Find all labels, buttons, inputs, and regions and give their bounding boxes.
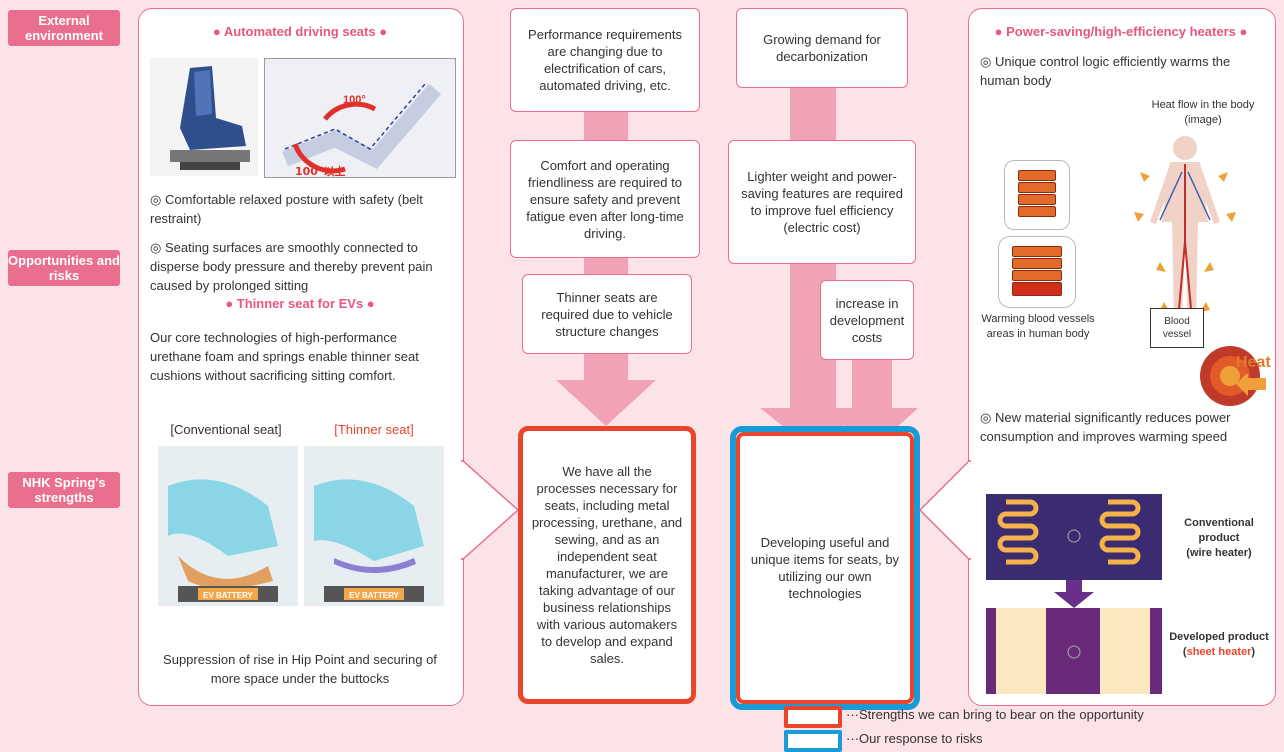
blood-vessel-label: Blood vessel [1150, 308, 1204, 348]
panel-pointer-left [460, 460, 520, 560]
human-body-illustration [1134, 136, 1236, 322]
wire-heater-svg [986, 494, 1162, 580]
strengths-box: We have all the processes necessary for … [518, 426, 696, 704]
battery-label-conv: EV BATTERY [203, 591, 253, 600]
heaters-title: ● Power-saving/high-efficiency heaters ● [994, 24, 1248, 39]
heat-flow-label: Heat flow in the body (image) [1151, 99, 1255, 126]
heater-strip-6 [1012, 258, 1062, 269]
box-development-costs: increase in development costs [820, 280, 914, 360]
thinner-seat-image: EV BATTERY [304, 446, 444, 606]
tag-opportunities-risks: Opportunities and risks [8, 250, 120, 286]
panel-pointer-right [918, 460, 972, 560]
box-lighter-weight: Lighter weight and power-saving features… [728, 140, 916, 264]
response-box-inner: Developing useful and unique items for s… [736, 432, 914, 704]
heat-label: Heat [1236, 354, 1271, 371]
tag-external-environment: External environment [8, 10, 120, 46]
label-conventional-seat: [Conventional seat] [170, 422, 282, 437]
angle-top-label: 100° [343, 94, 366, 106]
dev-sub-pre: ( [1182, 646, 1187, 658]
developed-product-sub: (sheet heater) [1164, 645, 1274, 660]
conventional-product-label: Conventional product (wire heater) [1164, 516, 1274, 561]
developed-product-title: Developed product [1169, 631, 1269, 643]
bullet-seating-surfaces: ◎ Seating surfaces are smoothly connecte… [150, 240, 433, 293]
angle-bottom-label: 100°以上 [295, 164, 345, 177]
developed-product-label: Developed product (sheet heater) [1164, 630, 1274, 660]
down-arrow-icon [1054, 580, 1094, 608]
legend-blue-text: ···Our response to risks [846, 731, 983, 746]
box-comfort-operating: Comfort and operating friendliness are r… [510, 140, 700, 258]
hip-point-caption: Suppression of rise in Hip Point and sec… [163, 652, 437, 686]
automated-seat-photo [150, 58, 258, 176]
heat-arrow-icon [1236, 374, 1266, 396]
sheet-heater-image [986, 608, 1162, 694]
heater-strip-2 [1018, 182, 1056, 193]
thinner-seat-title: ● Thinner seat for EVs ● [225, 296, 375, 311]
sheet-heater-svg [986, 608, 1162, 694]
conventional-product-sub: (wire heater) [1186, 547, 1252, 559]
dev-sub-post: ) [1251, 646, 1256, 658]
conventional-seat-image: EV BATTERY [158, 446, 298, 606]
core-technologies-paragraph: Our core technologies of high-performanc… [150, 330, 419, 383]
arrow-head-left [556, 380, 656, 426]
bullet-new-material: ◎ New material significantly reduces pow… [980, 410, 1231, 444]
wire-heater-image [986, 494, 1162, 580]
label-thinner-seat: [Thinner seat] [334, 422, 414, 437]
seat-heater-illustration [998, 160, 1076, 308]
arrow-shaft-cost [852, 360, 892, 410]
automated-seats-title: ● Automated driving seats ● [212, 24, 388, 39]
heater-strip-5 [1012, 246, 1062, 257]
legend-red-text: ···Strengths we can bring to bear on the… [846, 707, 1144, 722]
box-decarbonization: Growing demand for decarbonization [736, 8, 908, 88]
recline-diagram: 100° 100°以上 [264, 58, 456, 178]
heater-strip-3 [1018, 194, 1056, 205]
legend-blue-swatch [784, 730, 842, 752]
heater-strip-4 [1018, 206, 1056, 217]
response-box-text: Developing useful and unique items for s… [750, 535, 900, 601]
legend-red-swatch [784, 706, 842, 728]
warming-vessels-label: Warming blood vessels areas in human bod… [981, 313, 1095, 340]
recline-image: 100° 100°以上 [282, 83, 442, 178]
heater-strip-8 [1012, 282, 1062, 296]
heater-strip-1 [1018, 170, 1056, 181]
bullet-control-logic: ◎ Unique control logic efficiently warms… [980, 54, 1231, 88]
tag-strengths: NHK Spring's strengths [8, 472, 120, 508]
heater-strip-7 [1012, 270, 1062, 281]
battery-label-thin: EV BATTERY [349, 591, 399, 600]
seat-image [170, 66, 250, 170]
conventional-product-title: Conventional product [1184, 517, 1254, 544]
response-box: Developing useful and unique items for s… [730, 426, 920, 710]
box-thinner-seats-required: Thinner seats are required due to vehicl… [522, 274, 692, 354]
bullet-comfortable-posture: ◎ Comfortable relaxed posture with safet… [150, 192, 423, 226]
dev-sub-mid: sheet heater [1186, 646, 1252, 658]
box-performance-requirements: Performance requirements are changing du… [510, 8, 700, 112]
